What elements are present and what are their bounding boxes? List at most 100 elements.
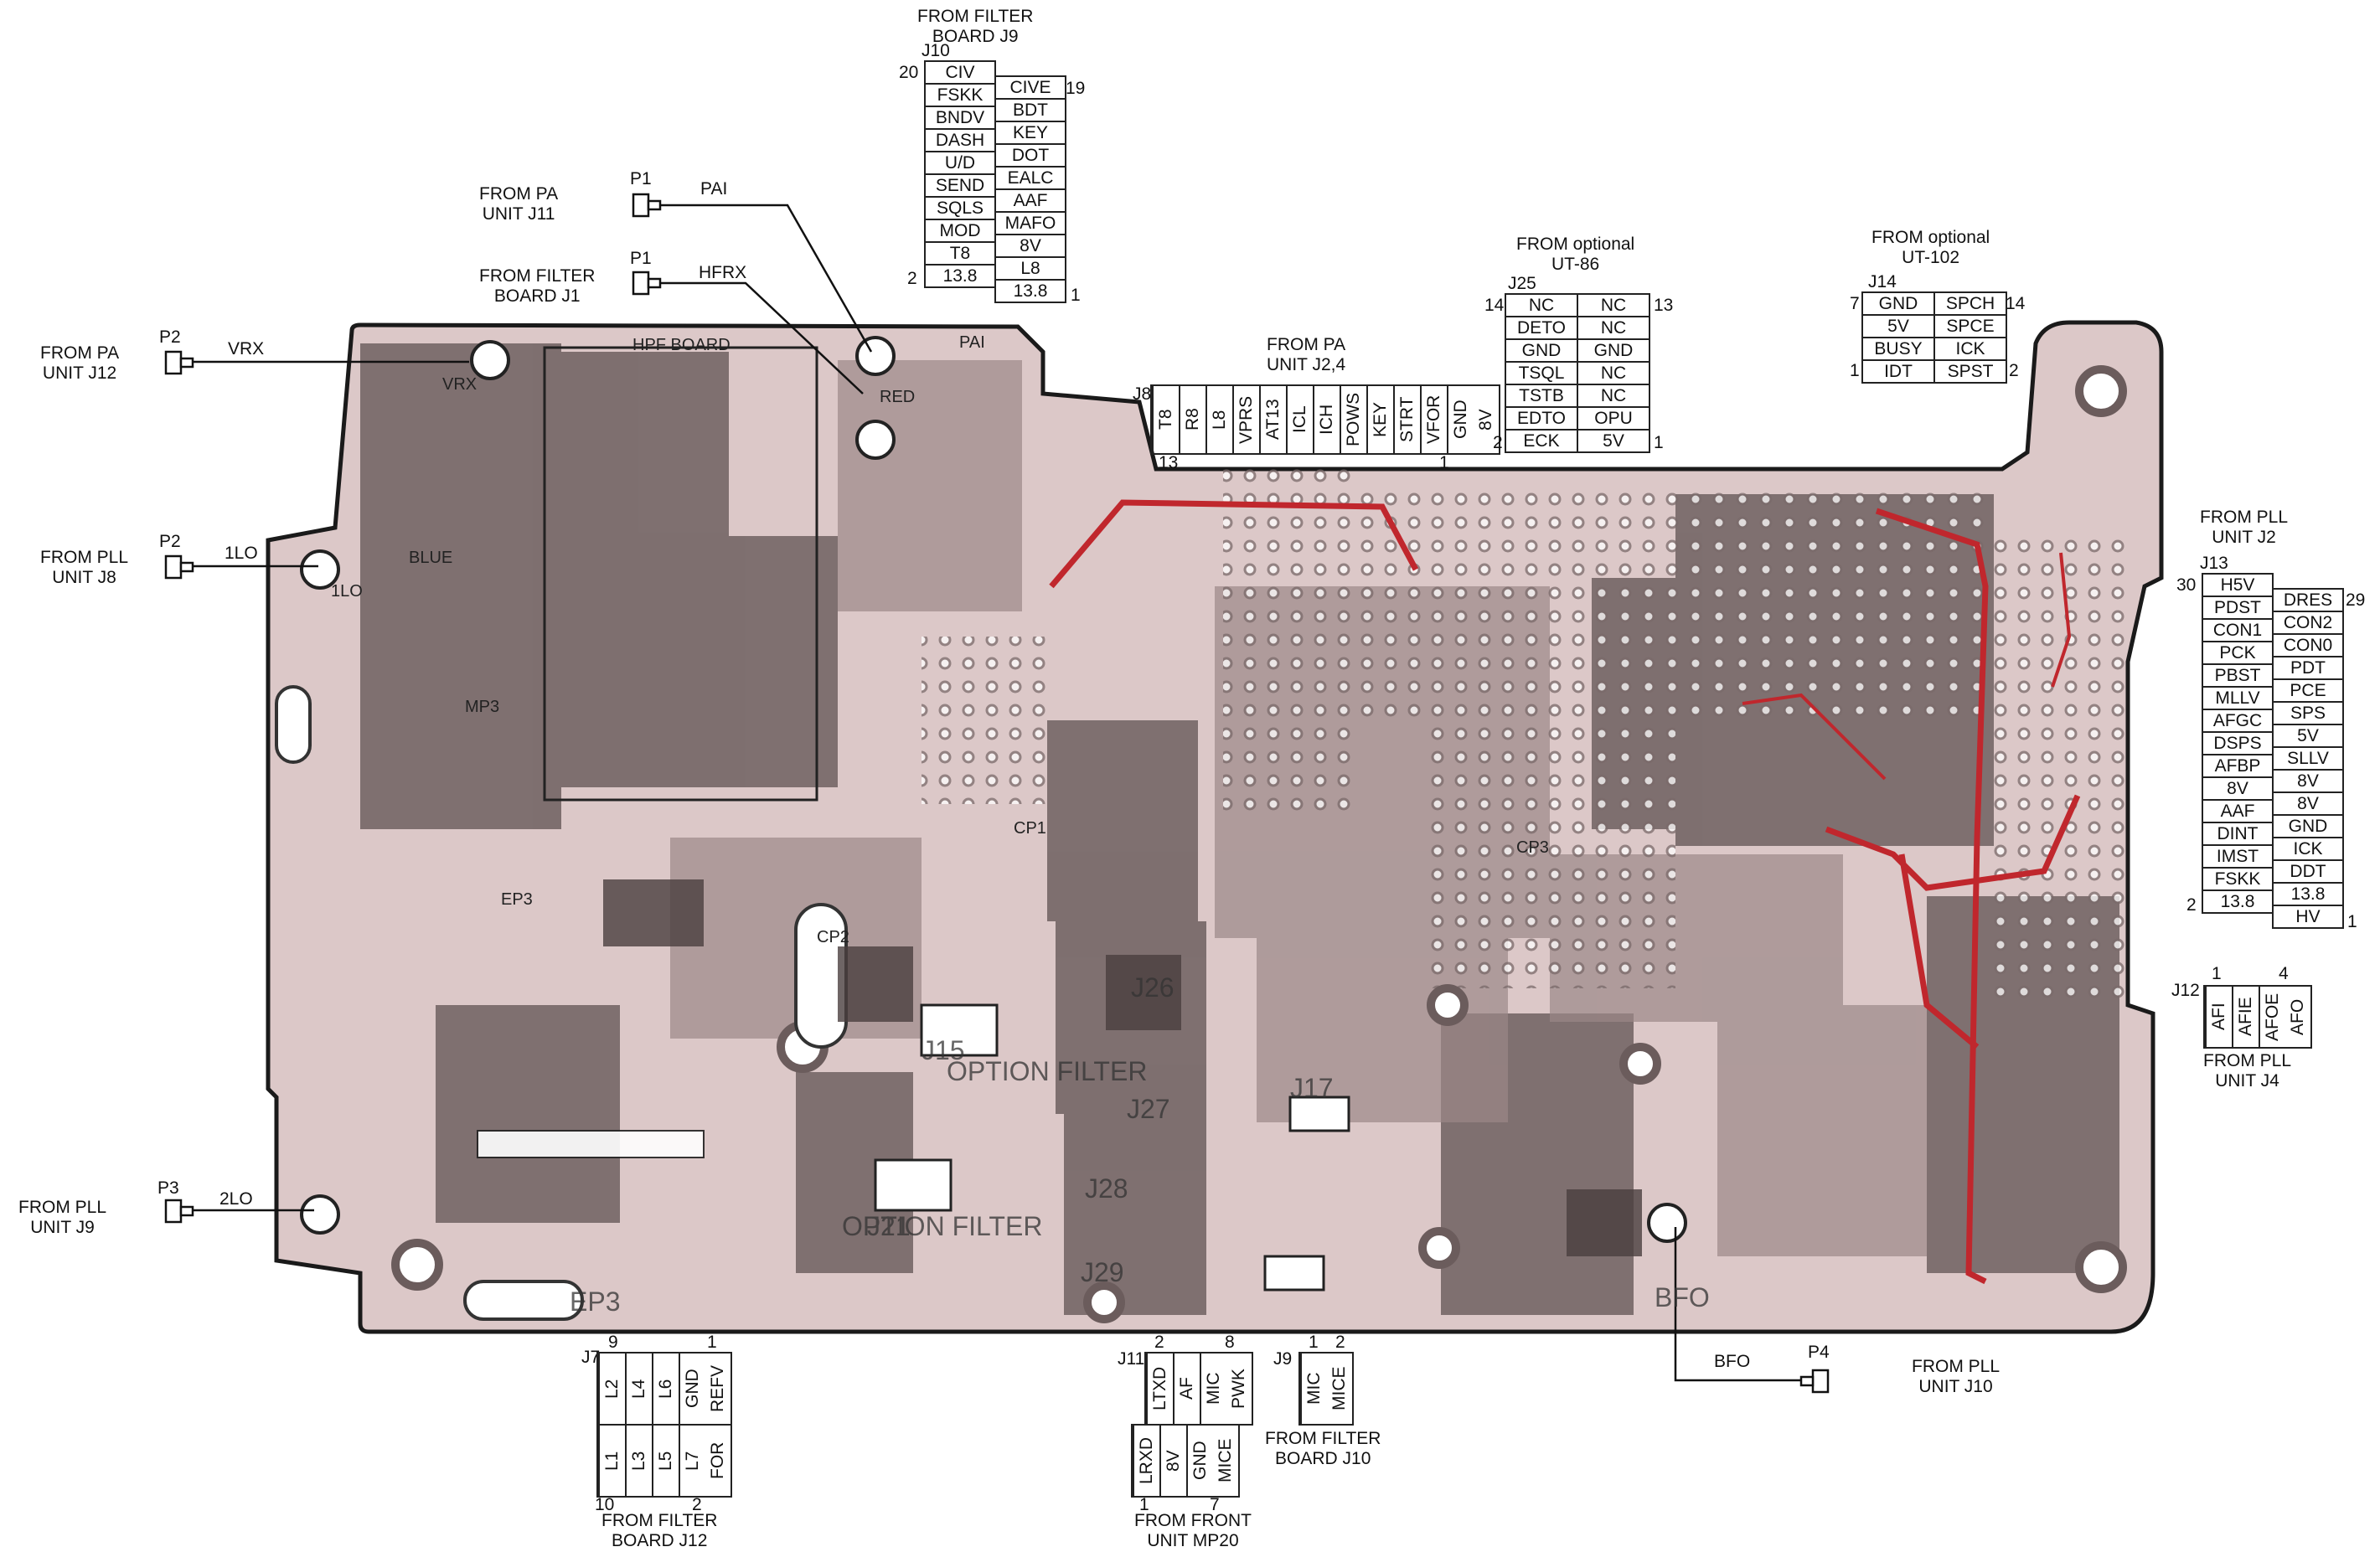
j14-pin-bl: 1 [1850, 361, 1860, 380]
p1-plug-label-a: P1 [630, 169, 652, 188]
pin-cell: DRES [2272, 588, 2344, 612]
bfo-signal: BFO [1714, 1352, 1751, 1371]
j25-pin-bl: 2 [1493, 433, 1503, 452]
j25-pin-tl: 14 [1484, 296, 1505, 315]
j14-pin-tr: 14 [2006, 294, 2026, 313]
pin-cell: SPCE [1933, 314, 2007, 338]
pin-cell: 8V [994, 234, 1066, 258]
pin-label: L6 [652, 1353, 679, 1424]
j14-pin-br: 2 [2009, 361, 2019, 380]
j10-pin-br: 1 [1071, 286, 1081, 305]
pin-cell: CON1 [2202, 618, 2274, 642]
pin-cell: EDTO [1505, 406, 1578, 431]
pin-label: POWS [1340, 386, 1366, 453]
pin-label: VPRS [1232, 386, 1259, 453]
svg-text:OPTION FILTER: OPTION FILTER [842, 1211, 1042, 1241]
pin-label: PWK [1229, 1369, 1248, 1409]
j7-pin-first: 9 [608, 1333, 618, 1352]
pin-cell: DDT [2272, 859, 2344, 884]
pin-label: AT13 [1259, 386, 1286, 453]
pin-label: GND [1186, 1426, 1213, 1496]
pin-cell: FSKK [2202, 867, 2274, 891]
svg-text:CP2: CP2 [817, 928, 849, 946]
pin-label: REFV [708, 1365, 727, 1413]
pin-cell: NC [1577, 361, 1650, 385]
j12b-pin-first: 10 [595, 1495, 615, 1514]
pin-cell: OPU [1577, 406, 1650, 431]
pin-cell: AFGC [2202, 709, 2274, 733]
pin-cell: 13.8 [2202, 889, 2274, 914]
pin-cell: GND [1505, 338, 1578, 363]
pin-cell: ICK [2272, 837, 2344, 861]
j11-pin-first: 2 [1154, 1333, 1164, 1352]
j13-pin-bl: 2 [2186, 895, 2197, 915]
j7-pin-last: 1 [707, 1333, 717, 1352]
pin-cell: DSPS [2202, 731, 2274, 755]
hfrx-signal: HFRX [699, 263, 747, 282]
pin-label: STRT [1393, 386, 1420, 453]
svg-text:CP3: CP3 [1516, 838, 1549, 857]
pin-cell: 5V [2272, 724, 2344, 748]
pin-cell: H5V [2202, 573, 2274, 597]
j13-pin-tr: 29 [2346, 590, 2366, 610]
j13-pin-br: 1 [2347, 912, 2357, 931]
j11-pin-last: 8 [1225, 1333, 1235, 1352]
2lo-signal: 2LO [219, 1189, 253, 1209]
svg-text:J27: J27 [1127, 1094, 1170, 1124]
pin-label: MIC [1300, 1353, 1327, 1424]
svg-text:CP1: CP1 [1014, 819, 1046, 838]
pin-label: GND [1447, 386, 1474, 453]
svg-text:1LO: 1LO [331, 582, 363, 601]
j9b-ref: J9 [1273, 1349, 1293, 1369]
pin-cell: IDT [1861, 359, 1935, 384]
pin-label: LRXD [1133, 1426, 1159, 1496]
j8-ref: J8 [1133, 384, 1152, 404]
vrx-signal: VRX [228, 339, 265, 358]
svg-text:J26: J26 [1131, 972, 1175, 1003]
svg-text:EP3: EP3 [501, 890, 533, 909]
pin-label: AFOE [2259, 987, 2285, 1047]
pin-cell: TSQL [1505, 361, 1578, 385]
pin-label: AFO [2288, 998, 2307, 1035]
pin-label: MICE [1329, 1366, 1349, 1411]
pin-cell: NC [1505, 293, 1578, 317]
pin-cell: 13.8 [994, 279, 1066, 303]
pin-cell: L8 [994, 256, 1066, 281]
pin-cell: AAF [2202, 799, 2274, 823]
pin-cell: DOT [994, 143, 1066, 168]
p1-plug-label-b: P1 [630, 249, 652, 268]
pin-label: L2 [598, 1353, 625, 1424]
pin-cell: IMST [2202, 844, 2274, 869]
j7-ref: J7 [581, 1348, 601, 1367]
svg-text:J17: J17 [1290, 1073, 1334, 1103]
pin-label: AFIE [2232, 987, 2259, 1047]
pin-cell: TSTB [1505, 384, 1578, 408]
pin-label: MICE [1216, 1438, 1235, 1483]
plug-glyphs [164, 193, 1830, 1394]
pin-label: ICL [1286, 386, 1313, 453]
pin-label: T8 [1152, 386, 1179, 453]
svg-text:J15: J15 [922, 1035, 965, 1065]
pin-cell: BNDV [924, 106, 996, 130]
pin-cell: GND [1861, 291, 1935, 316]
pin-label: VFOR [1420, 386, 1447, 453]
pin-cell: 13.8 [924, 264, 996, 288]
pin-label: L7 [679, 1426, 705, 1496]
pin-cell: BUSY [1861, 337, 1935, 361]
j10-pin-tl: 20 [899, 63, 919, 82]
